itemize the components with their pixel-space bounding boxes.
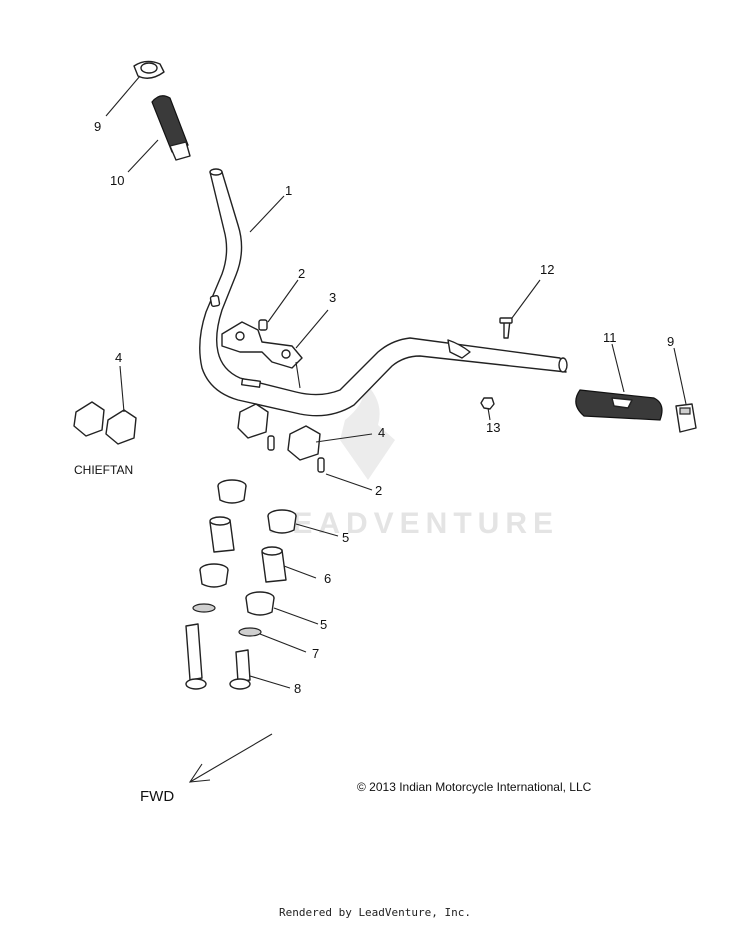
callout-6: 6 <box>324 571 331 586</box>
callout-4-chieftan: 4 <box>115 350 122 365</box>
forward-direction-arrow <box>188 733 273 783</box>
callout-3: 3 <box>329 290 336 305</box>
top-clamp[interactable] <box>221 321 303 369</box>
callout-9-right: 9 <box>667 334 674 349</box>
riser-bolt[interactable] <box>185 623 251 690</box>
washer[interactable] <box>192 603 262 637</box>
riser-lower-clamps[interactable] <box>237 403 325 473</box>
callout-10: 10 <box>110 173 124 188</box>
callout-13: 13 <box>486 420 500 435</box>
callout-7: 7 <box>312 646 319 661</box>
bushing-lower[interactable] <box>199 563 275 616</box>
spacer-tube[interactable] <box>209 516 287 583</box>
callout-1: 1 <box>285 183 292 198</box>
right-grip[interactable] <box>575 389 663 421</box>
leadventure-watermark: LEADVENTURE <box>268 380 559 540</box>
chieftan-clamps[interactable] <box>73 401 137 445</box>
callout-2-bottom: 2 <box>375 483 382 498</box>
grip-screw[interactable] <box>499 317 513 339</box>
end-cap-right[interactable] <box>675 403 697 433</box>
copyright-text: © 2013 Indian Motorcycle International, … <box>357 780 592 794</box>
leader-lines <box>105 75 687 689</box>
bushing-upper[interactable] <box>217 479 297 534</box>
callout-labels: 9 10 1 2 3 4 4 2 5 6 5 7 8 12 13 11 9 <box>94 119 674 696</box>
callout-4: 4 <box>378 425 385 440</box>
callout-5-upper: 5 <box>342 530 349 545</box>
small-nut[interactable] <box>480 397 495 410</box>
chieftan-caption: CHIEFTAN <box>74 463 133 477</box>
callout-12: 12 <box>540 262 554 277</box>
callout-5-lower: 5 <box>320 617 327 632</box>
watermark-text: LEADVENTURE <box>268 507 559 540</box>
handlebar[interactable] <box>199 168 568 417</box>
callout-2-top: 2 <box>298 266 305 281</box>
end-cap-left[interactable] <box>133 60 165 79</box>
screw-top-clamp[interactable] <box>209 294 268 331</box>
callout-8: 8 <box>294 681 301 696</box>
callout-11: 11 <box>603 330 617 345</box>
fwd-label: FWD <box>140 788 174 805</box>
footer-credit: Rendered by LeadVenture, Inc. <box>278 906 472 919</box>
callout-9-left: 9 <box>94 119 101 134</box>
left-grip[interactable] <box>151 95 191 161</box>
